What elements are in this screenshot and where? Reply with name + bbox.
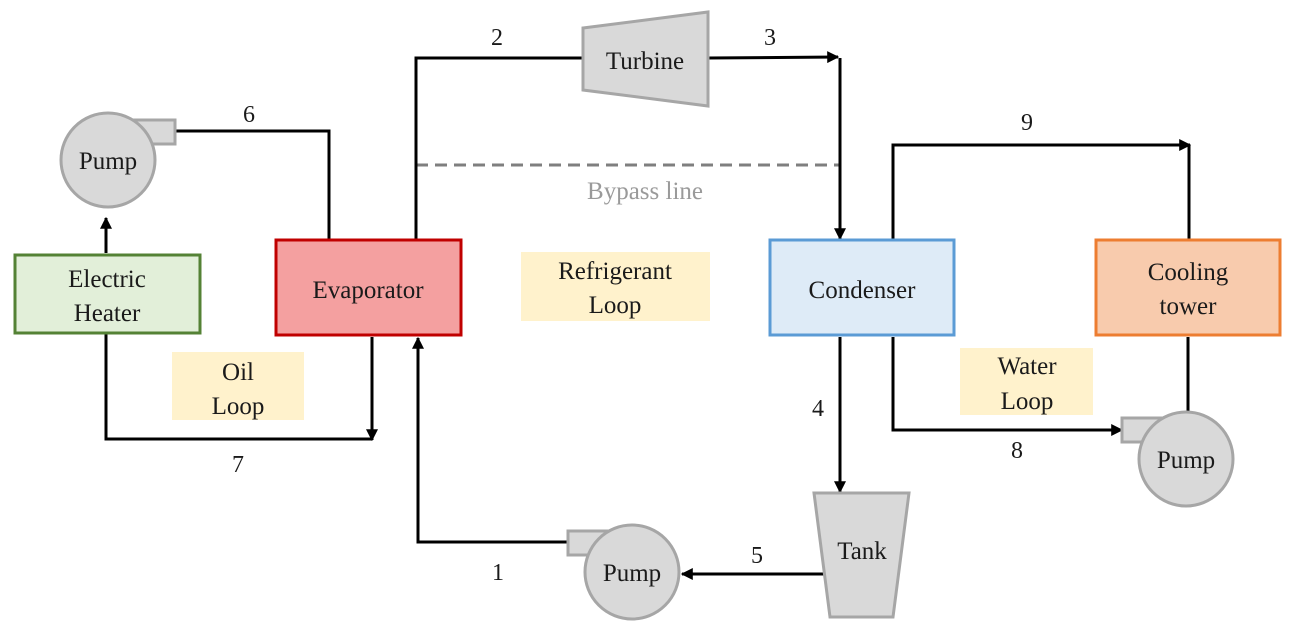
evaporator: Evaporator <box>274 238 463 337</box>
state-point-1: 1 <box>492 560 504 586</box>
state-point-8: 8 <box>1011 438 1023 464</box>
oil-loop-label-line1: Oil <box>222 359 254 386</box>
electric-heater: Electric Heater <box>13 253 202 335</box>
pump-refrigerant-label: Pump <box>603 560 661 587</box>
wire-pump-to-evaporator <box>412 336 570 544</box>
pump-oil: Pump <box>59 111 177 209</box>
cooling-tower: Cooling tower <box>1094 238 1282 337</box>
evaporator-label: Evaporator <box>312 277 424 304</box>
state-point-6: 6 <box>243 102 255 128</box>
turbine: Turbine <box>581 10 710 108</box>
oil-loop-box <box>172 352 304 420</box>
pump-oil-label: Pump <box>79 148 137 175</box>
pump-refrigerant: Pump <box>566 523 681 621</box>
wire-water-pump-to-condenser <box>891 337 1124 436</box>
heater-label-line1: Electric <box>68 266 146 293</box>
turbine-label: Turbine <box>606 48 684 75</box>
condenser: Condenser <box>768 238 956 337</box>
wire-turbine-to-condenser-top <box>707 51 840 64</box>
tower-label-line2: tower <box>1160 293 1218 320</box>
wire-heater-to-evaporator <box>104 334 372 441</box>
wire-evaporator-to-oil-pump <box>175 129 331 240</box>
pump-water: Pump <box>1120 410 1235 508</box>
water-loop-box <box>960 348 1093 415</box>
refrigerant-loop-box <box>521 252 710 321</box>
pump-water-label: Pump <box>1157 447 1215 474</box>
bypass-label: Bypass line <box>587 178 703 205</box>
tank: Tank <box>812 491 911 619</box>
tower-label-line1: Cooling <box>1148 259 1229 286</box>
wire-condenser-to-tower <box>891 139 1192 240</box>
refrigerant-loop-label-line1: Refrigerant <box>558 258 672 285</box>
water-loop-label-line1: Water <box>997 353 1057 380</box>
tank-label: Tank <box>837 538 887 565</box>
wire-evaporator-to-turbine <box>414 56 583 240</box>
condenser-label: Condenser <box>809 277 917 304</box>
state-point-4: 4 <box>812 396 824 422</box>
state-point-5: 5 <box>751 543 763 569</box>
oil-loop-label-line2: Loop <box>212 393 265 420</box>
state-point-7: 7 <box>232 452 244 478</box>
state-point-2: 2 <box>491 25 503 51</box>
refrigerant-loop-label-line2: Loop <box>589 292 642 319</box>
state-point-9: 9 <box>1021 110 1033 136</box>
water-loop-label-line2: Loop <box>1001 388 1054 415</box>
heater-label-line2: Heater <box>74 300 141 327</box>
state-point-3: 3 <box>764 25 776 51</box>
